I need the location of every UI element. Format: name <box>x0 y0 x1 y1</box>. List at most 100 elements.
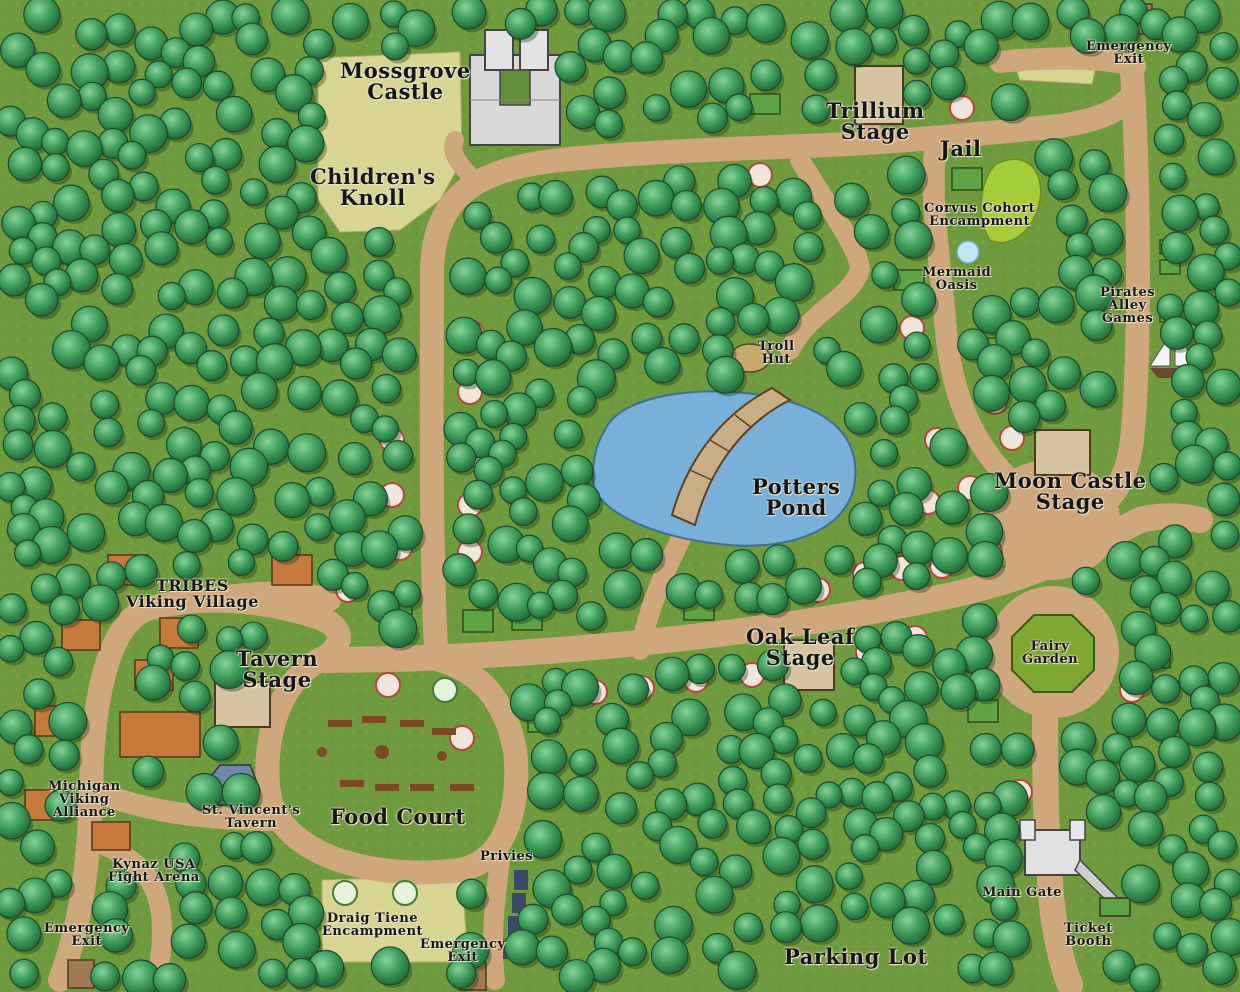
tree-icon <box>484 266 513 295</box>
tree-icon <box>630 41 664 75</box>
tree-icon <box>177 518 212 554</box>
tree-icon <box>1149 462 1179 493</box>
tree-icon <box>500 248 530 278</box>
tree-icon <box>762 783 794 814</box>
mermaid-path <box>922 139 1021 491</box>
tree-icon <box>697 808 728 839</box>
tree-icon <box>790 21 829 60</box>
tree-icon <box>535 935 569 968</box>
tree-icon <box>1206 66 1239 100</box>
tree-icon <box>1151 674 1181 704</box>
tree-icon <box>1176 933 1209 965</box>
tree-icon <box>201 165 230 195</box>
green-tents <box>332 677 458 906</box>
tree-icon <box>840 892 869 921</box>
tree-icon <box>295 290 327 321</box>
tree-icon <box>1187 101 1222 137</box>
tree-icon <box>1192 751 1224 783</box>
tree-icon <box>568 232 600 263</box>
tree-icon <box>362 295 402 334</box>
tree-icon <box>623 237 661 275</box>
tree-icon <box>870 439 899 468</box>
tree-icon <box>785 567 822 605</box>
tree-icon <box>642 286 674 318</box>
tree-icon <box>170 651 201 681</box>
tree-icon <box>526 224 556 254</box>
tree-icon <box>576 601 607 631</box>
tree-icon <box>337 441 372 476</box>
tree-icon <box>144 60 173 89</box>
tree-icon <box>746 3 786 43</box>
tree-icon <box>205 227 234 255</box>
tree-icon <box>397 9 436 48</box>
tree-icon <box>795 797 827 829</box>
tree-icon <box>669 70 708 108</box>
tree-icon <box>1212 600 1240 633</box>
tree-icon <box>1153 922 1182 951</box>
tree-icon <box>749 185 779 215</box>
tree-icon <box>871 261 899 289</box>
tree-icon <box>1183 290 1220 327</box>
tree-icon <box>642 94 671 122</box>
tree-icon <box>7 146 43 182</box>
tree-icon <box>647 748 677 778</box>
tree-icon <box>479 221 512 254</box>
label-food-court: Food Court <box>330 804 466 829</box>
tree-icon <box>14 539 42 567</box>
tree-icon <box>463 479 494 510</box>
tree-icon <box>456 878 487 910</box>
tree-icon <box>637 179 675 217</box>
tree-icon <box>694 580 724 609</box>
tree-icon <box>30 573 61 604</box>
tree-icon <box>244 222 282 260</box>
tree-icon <box>565 94 601 130</box>
tree-icon <box>216 477 256 516</box>
tree-icon <box>792 201 822 231</box>
tree-icon <box>1159 162 1187 191</box>
tree-icon <box>202 70 234 101</box>
tree-icon <box>976 343 1013 380</box>
tree-icon <box>360 530 399 568</box>
tree-icon <box>928 39 960 70</box>
tree-icon <box>1214 278 1240 307</box>
tree-icon <box>859 305 898 344</box>
tree-icon <box>1202 951 1237 986</box>
tree-icon <box>172 551 201 580</box>
tree-icon <box>797 828 829 860</box>
tree-icon <box>174 331 208 365</box>
tree-icon <box>363 227 394 257</box>
tree-icon <box>324 271 357 304</box>
tree-icon <box>737 302 770 336</box>
tree-icon <box>992 920 1031 958</box>
tree-icon <box>240 178 268 207</box>
tree-icon <box>0 471 26 502</box>
privies-path <box>482 850 510 990</box>
tree-icon <box>894 220 933 259</box>
tree-icon <box>214 896 248 930</box>
tree-icon <box>1088 173 1128 212</box>
tree-icon <box>848 501 883 536</box>
tree-icon <box>1071 566 1101 596</box>
label-parking-lot: Parking Lot <box>784 944 928 969</box>
tree-icon <box>1153 123 1185 155</box>
tree-icon <box>0 887 26 919</box>
ticket-booth-icon <box>1099 897 1131 917</box>
tree-icon <box>381 337 417 373</box>
tree-icon <box>525 463 564 502</box>
tree-icon <box>1180 604 1208 633</box>
corvus-cohort-area <box>980 158 1042 244</box>
tree-icon <box>901 281 937 317</box>
tree-icon <box>533 707 562 735</box>
tree-icon <box>706 355 745 394</box>
tree-icon <box>902 79 932 109</box>
tree-icon <box>526 771 565 810</box>
